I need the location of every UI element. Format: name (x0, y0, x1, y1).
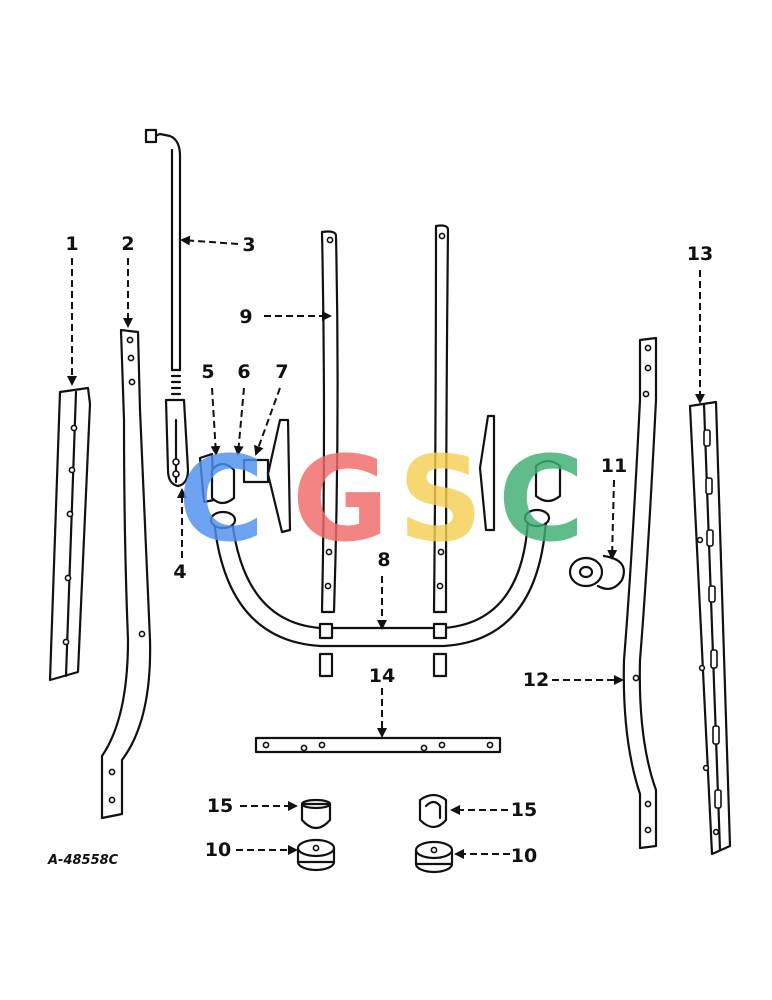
watermark: C G S C (178, 430, 585, 568)
callout-12: 12 (523, 669, 549, 691)
part-3-rod (144, 128, 182, 396)
watermark-letter-3: S (398, 430, 483, 568)
part-1-angle-strip (48, 386, 92, 682)
leader-lines (67, 235, 705, 859)
callout-10-left: 10 (205, 839, 231, 861)
callout-5: 5 (201, 361, 214, 383)
callout-4: 4 (173, 561, 186, 583)
part-2-curved-strap (100, 328, 152, 820)
watermark-letter-2: G (292, 430, 389, 568)
callout-2: 2 (121, 233, 134, 255)
callout-10-right: 10 (511, 845, 537, 867)
callout-3: 3 (242, 234, 255, 256)
callout-8: 8 (377, 549, 390, 571)
part-4-clevis (164, 398, 190, 488)
callout-9: 9 (239, 306, 252, 328)
callout-11: 11 (601, 455, 627, 477)
callout-15-left: 15 (207, 795, 233, 817)
watermark-letter-1: C (178, 430, 265, 568)
callout-7: 7 (275, 361, 288, 383)
callouts: 1 2 3 4 5 6 7 8 9 11 12 13 14 15 15 10 1… (65, 233, 713, 867)
parts-5-6-7-hardware (198, 418, 292, 534)
part-15-clip-left (300, 798, 332, 830)
callout-13: 13 (687, 243, 713, 265)
part-12-curved-strap (622, 336, 658, 850)
part-15-clip-right (418, 793, 448, 829)
watermark-letter-4: C (498, 430, 585, 568)
callout-1: 1 (65, 233, 78, 255)
callout-15-right: 15 (511, 799, 537, 821)
part-11-clip (568, 554, 625, 591)
drawing-number: A-48558C (47, 853, 119, 868)
callout-14: 14 (369, 665, 395, 687)
part-10-spacer-left (296, 838, 336, 872)
part-9-uprights (320, 224, 450, 614)
part-10-spacer-right (414, 840, 454, 874)
part-14-flat-bar (254, 736, 502, 754)
callout-6: 6 (237, 361, 250, 383)
part-13-slotted-bar (688, 400, 732, 856)
